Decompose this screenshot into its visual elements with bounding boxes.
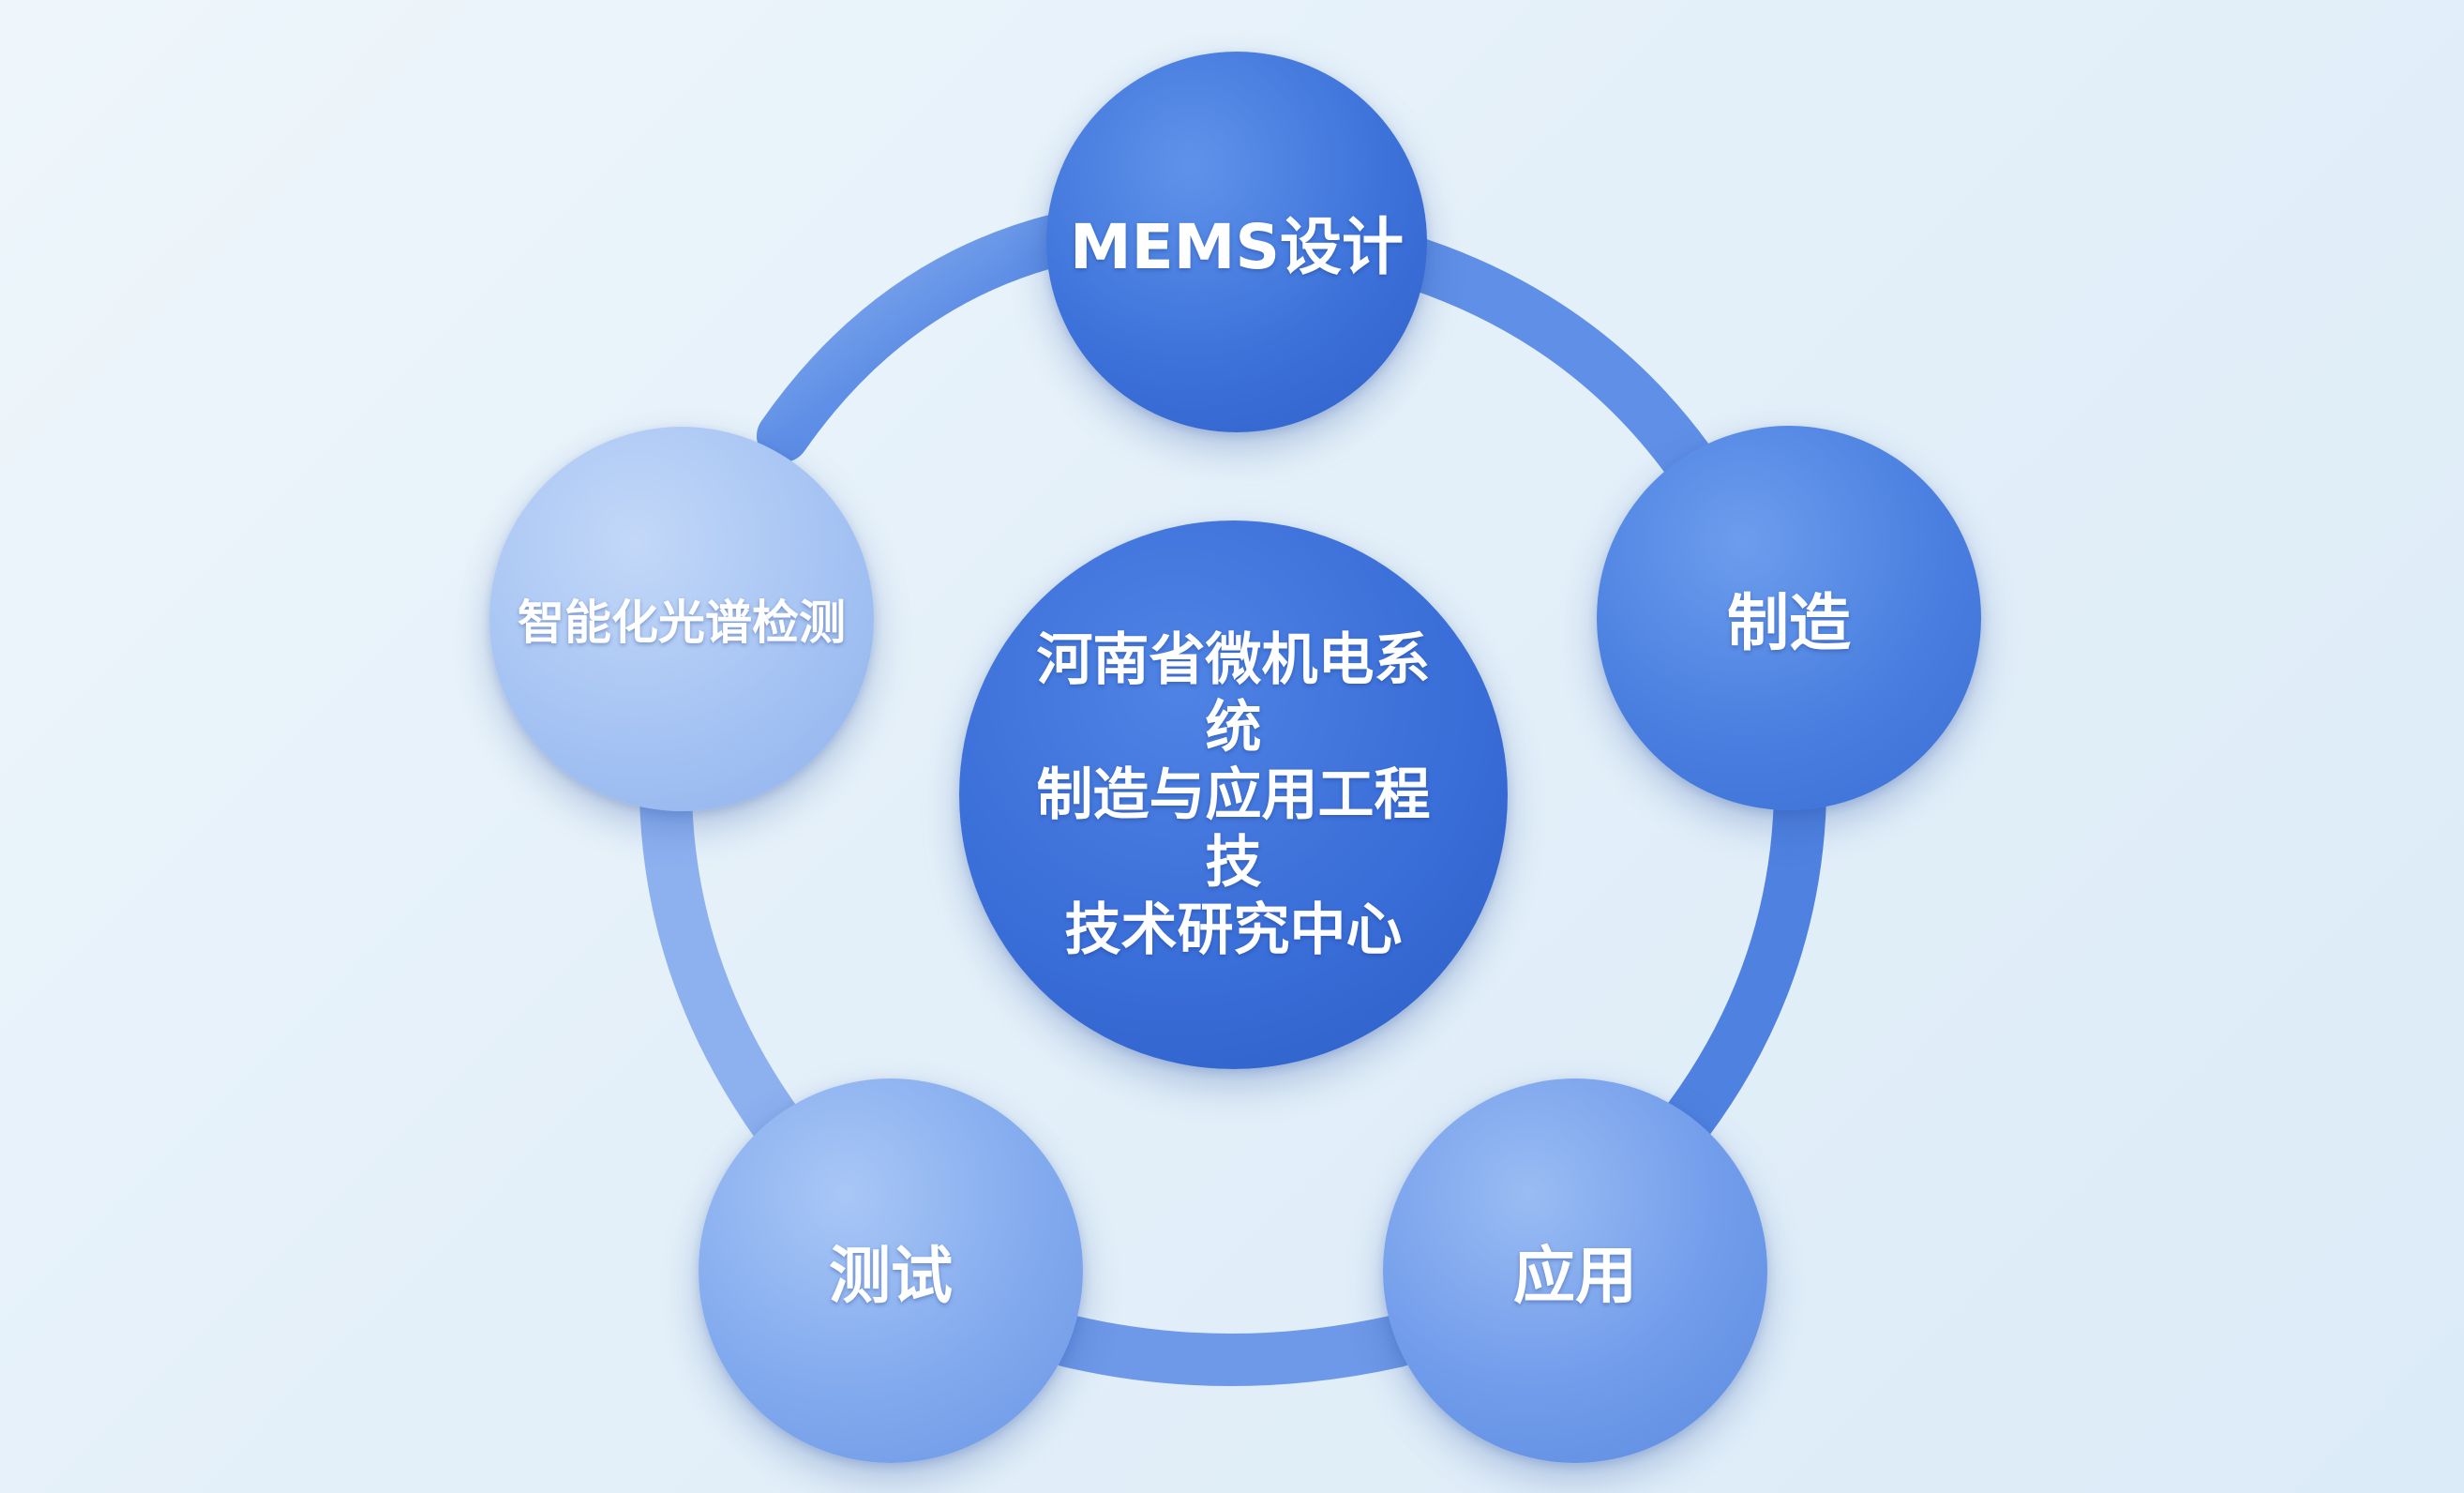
ring-arc-top-left <box>757 213 1086 462</box>
node-testing: 测试 <box>699 1078 1083 1463</box>
node-label: 应用 <box>1513 1240 1637 1312</box>
node-label: 制造 <box>1727 587 1851 659</box>
ring-arc-right <box>1661 771 1826 1147</box>
ring-arc-top-right <box>1388 236 1714 486</box>
node-label: MEMS设计 <box>1070 211 1404 283</box>
center-line-2: 制造与应用工程技 <box>1036 762 1431 896</box>
ring-arc-bottom <box>1043 1315 1423 1386</box>
ring-arc-left <box>639 771 804 1152</box>
node-label: 测试 <box>829 1240 953 1312</box>
center-line-3: 技术研究中心 <box>1064 897 1403 963</box>
node-mems-design: MEMS设计 <box>1046 52 1427 432</box>
center-title: 河南省微机电系统 制造与应用工程技 技术研究中心 <box>959 626 1508 964</box>
node-application: 应用 <box>1383 1078 1767 1463</box>
node-label: 智能化光谱检测 <box>518 596 846 650</box>
center-hub: 河南省微机电系统 制造与应用工程技 技术研究中心 <box>959 520 1508 1069</box>
node-spectral-detection: 智能化光谱检测 <box>489 427 874 811</box>
center-line-1: 河南省微机电系统 <box>1036 626 1431 761</box>
node-manufacturing: 制造 <box>1597 426 1981 810</box>
